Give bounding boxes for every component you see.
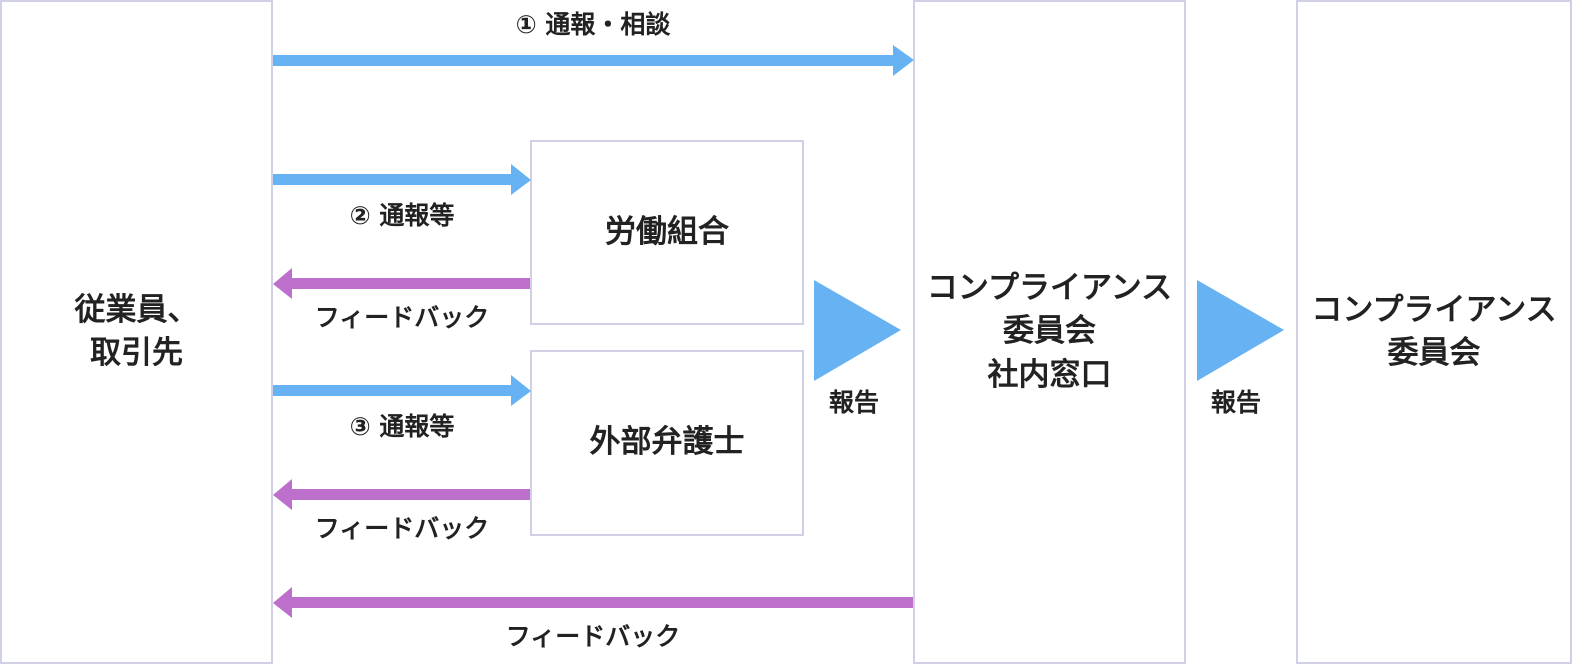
union-feedback-arrow-shaft	[292, 278, 530, 289]
compliance-office-box: コンプライアンス 委員会 社内窓口	[913, 0, 1186, 664]
lawyer-report-arrow-shaft	[273, 385, 511, 396]
external-lawyer-label: 外部弁護士	[589, 424, 745, 461]
compliance-office-label-line3: 社内窓口	[987, 356, 1112, 393]
office-feedback-arrow-shaft	[292, 597, 913, 608]
union-report-label: ② 通報等	[349, 201, 455, 230]
labor-union-label: 労働組合	[605, 213, 729, 250]
lawyer-report-label: ③ 通報等	[349, 412, 455, 441]
union-feedback-label: フィードバック	[314, 303, 490, 332]
office-feedback-arrow-head	[273, 587, 292, 618]
union-report-arrow-shaft	[273, 174, 511, 185]
compliance-committee-label-line1: コンプライアンス	[1311, 291, 1557, 328]
employees-box: 従業員、 取引先	[0, 0, 273, 664]
office-feedback-arrow	[273, 587, 913, 618]
consult-arrow-head	[893, 45, 914, 76]
lawyer-feedback-arrow-head	[273, 479, 292, 510]
union-feedback-arrow	[273, 268, 530, 299]
compliance-committee-label: コンプライアンス 委員会	[1311, 289, 1556, 376]
union-report-arrow-head	[511, 164, 531, 195]
report-to-committee-triangle	[1197, 280, 1284, 381]
employees-label: 従業員、 取引先	[75, 289, 199, 376]
union-report-arrow	[273, 164, 531, 195]
lawyer-feedback-arrow-shaft	[292, 489, 530, 500]
compliance-committee-label-line2: 委員会	[1387, 335, 1481, 371]
office-feedback-label: フィードバック	[505, 622, 681, 651]
compliance-office-label-line1: コンプライアンス	[926, 269, 1173, 306]
report-to-office-label: 報告	[828, 388, 880, 417]
lawyer-feedback-label: フィードバック	[314, 514, 490, 543]
compliance-office-label: コンプライアンス 委員会 社内窓口	[927, 267, 1172, 397]
union-feedback-arrow-head	[273, 268, 292, 299]
employees-label-line2: 取引先	[90, 335, 183, 371]
report-to-committee-label: 報告	[1210, 388, 1262, 417]
consult-label: ① 通報・相談	[515, 10, 671, 39]
compliance-office-label-line2: 委員会	[1003, 313, 1096, 350]
lawyer-feedback-arrow	[273, 479, 530, 510]
compliance-committee-box: コンプライアンス 委員会	[1296, 0, 1572, 664]
consult-arrow	[273, 45, 914, 76]
lawyer-report-arrow	[273, 375, 531, 406]
employees-label-line1: 従業員、	[74, 291, 199, 328]
report-to-office-triangle	[814, 280, 901, 381]
consult-arrow-shaft	[273, 55, 893, 66]
labor-union-box: 労働組合	[530, 140, 804, 325]
external-lawyer-box: 外部弁護士	[530, 350, 804, 536]
lawyer-report-arrow-head	[511, 375, 531, 406]
